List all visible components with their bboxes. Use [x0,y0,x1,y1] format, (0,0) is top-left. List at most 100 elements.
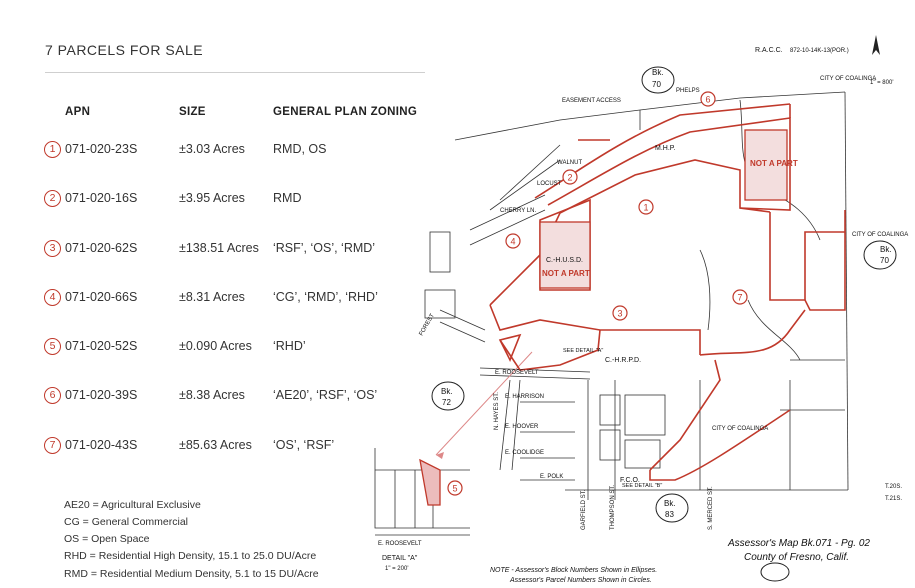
map-label-city-right: CITY OF COALINGA [852,232,908,238]
parcel-size: ±3.03 Acres [179,142,245,156]
map-parcel-number: 7 [737,293,742,303]
map-note-2: Assessor's Parcel Numbers Shown in Circl… [509,577,652,584]
column-header-zoning: GENERAL PLAN ZONING [273,106,418,118]
map-label-thompson: THOMPSON ST. [610,485,616,530]
map-parcel-number: 2 [567,173,572,183]
map-label-racc-ref: 872-10-14K-13(POR.) [790,48,849,54]
map-label-polk: E. POLK [540,474,563,480]
parcel-row: 3 071-020-62S ±138.51 Acres ‘RSF’, ‘OS’, ‘R… [44,240,424,260]
parcel-zoning: ‘OS’, ‘RSF’ [273,438,335,452]
svg-text:83: 83 [665,510,674,519]
parcel-size: ±85.63 Acres [179,438,252,452]
parcel-zoning: RMD [273,191,302,205]
svg-text:Bk.: Bk. [664,499,676,508]
legend-item: RHD = Residential High Density, 15.1 to … [64,550,317,562]
map-parcel-marker [700,91,716,107]
map-label-chusd: C.-H.U.S.D. [546,257,583,264]
map-label-detail-a: DETAIL "A" [382,555,418,562]
map-label-phelps: PHELPS [676,88,700,94]
page-title: 7 PARCELS FOR SALE [45,42,204,58]
parcel-number-badge: 4 [44,289,61,306]
map-label-walnut: WALNUT [557,160,582,166]
legend-item: AE20 = Agricultural Exclusive [64,499,201,511]
map-label-fco: F.C.O. [620,477,640,484]
parcel-apn: 071-020-39S [65,388,138,402]
map-label-city-bottom: CITY OF COALINGA [712,426,768,432]
parcel-apn: 071-020-23S [65,142,138,156]
map-label-easement: EASEMENT ACCESS [562,98,621,104]
map-parcel-marker [562,169,578,185]
parcel-zoning: ‘CG’, ‘RMD’, ‘RHD’ [273,290,378,304]
parcel-row: 5 071-020-52S ±0.090 Acres ‘RHD’ [44,338,424,358]
parcel-apn: 071-020-62S [65,241,138,255]
parcel-row: 4 071-020-66S ±8.31 Acres ‘CG’, ‘RMD’, ‘RHD… [44,289,424,309]
column-header-apn: APN [65,106,91,118]
map-label-chrpd: C.-H.R.P.D. [605,357,641,364]
svg-text:70: 70 [880,256,889,265]
parcel-row: 6 071-020-39S ±8.38 Acres ‘AE20’, ‘RSF’, ‘O… [44,387,424,407]
map-note-1: NOTE - Assessor's Block Numbers Shown in… [490,567,657,574]
map-label-garfield: GARFIELD ST. [581,489,587,530]
map-label-forest: FOREST [419,313,437,337]
map-label-not-a-part-2: NOT A PART [750,159,798,168]
parcel-number-badge: 3 [44,240,61,257]
parcel-apn: 071-020-52S [65,339,138,353]
map-label-see-detail-b: SEE DETAIL "B" [622,483,662,489]
parcel-size: ±138.51 Acres [179,241,259,255]
map-parcel-marker [612,305,628,321]
map-parcel-marker [732,289,748,305]
map-label-twp1: T.20S. [885,484,902,490]
legend-item: RMD = Residential Medium Density, 5.1 to… [64,568,319,580]
title-divider [45,72,425,73]
map-parcel-marker [505,233,521,249]
parcel-number-badge: 5 [44,338,61,355]
map-label-smerced: S. MERCED ST. [708,486,714,530]
column-header-size: SIZE [179,106,206,118]
map-label-harrison: E. HARRISON [505,394,544,400]
map-label-book70-top: Bk. [652,68,664,77]
legend-item: OS = Open Space [64,533,150,545]
map-label-scale: 1" = 800' [870,80,893,86]
parcel-size: ±0.090 Acres [179,339,252,353]
map-label-nhayes: N. HAYES ST. [494,392,500,430]
map-label-cherry: CHERRY LN. [500,208,536,214]
parcel-zoning: ‘RSF’, ‘OS’, ‘RMD’ [273,241,376,255]
parcel-zoning: RMD, OS [273,142,327,156]
map-label-hoover: E. HOOVER [505,424,539,430]
parcel-apn: 071-020-16S [65,191,138,205]
map-label-detail-scale: 1" = 200' [385,566,408,572]
parcel-size: ±3.95 Acres [179,191,245,205]
map-label-city-top: CITY OF COALINGA [820,76,876,82]
map-label-racc: R.A.C.C. [755,47,783,54]
map-label-roosevelt-detail: E. ROOSEVELT [378,541,422,547]
parcel-apn: 071-020-66S [65,290,138,304]
parcel-size: ±8.31 Acres [179,290,245,304]
parcel-zoning: ‘RHD’ [273,339,306,353]
map-footer-title: Assessor's Map Bk.071 - Pg. 02 [727,538,870,549]
parcel-number-badge: 1 [44,141,61,158]
parcel-row: 7 071-020-43S ±85.63 Acres ‘OS’, ‘RSF’ [44,437,424,457]
map-label-not-a-part-1: NOT A PART [542,269,590,278]
parcel-size: ±8.38 Acres [179,388,245,402]
svg-text:Bk.: Bk. [441,387,453,396]
parcel-apn: 071-020-43S [65,438,138,452]
map-parcel-number: 4 [510,237,515,247]
parcel-zoning: ‘AE20’, ‘RSF’, ‘OS’ [273,388,378,402]
parcel-row: 1 071-020-23S ±3.03 Acres RMD, OS [44,141,424,161]
parcel-number-badge: 7 [44,437,61,454]
map-label-coolidge: E. COOLIDGE [505,450,544,456]
map-parcel-number: 3 [617,309,622,319]
parcel-number-badge: 2 [44,190,61,207]
map-parcel-number: 6 [705,95,710,105]
svg-text:70: 70 [652,80,661,89]
map-footer-county: County of Fresno, Calif. [744,552,849,563]
map-label-mhp: M.H.P. [655,145,676,152]
map-parcel-marker [447,480,463,496]
parcel-row: 2 071-020-16S ±3.95 Acres RMD [44,190,424,210]
svg-text:Bk.: Bk. [880,245,892,254]
parcel-number-badge: 6 [44,387,61,404]
map-parcel-marker [638,199,654,215]
map-label-roosevelt: E. ROOSEVELT [495,370,539,376]
map-parcel-number: 5 [452,484,457,494]
map-label-locust: LOCUST [537,181,562,187]
